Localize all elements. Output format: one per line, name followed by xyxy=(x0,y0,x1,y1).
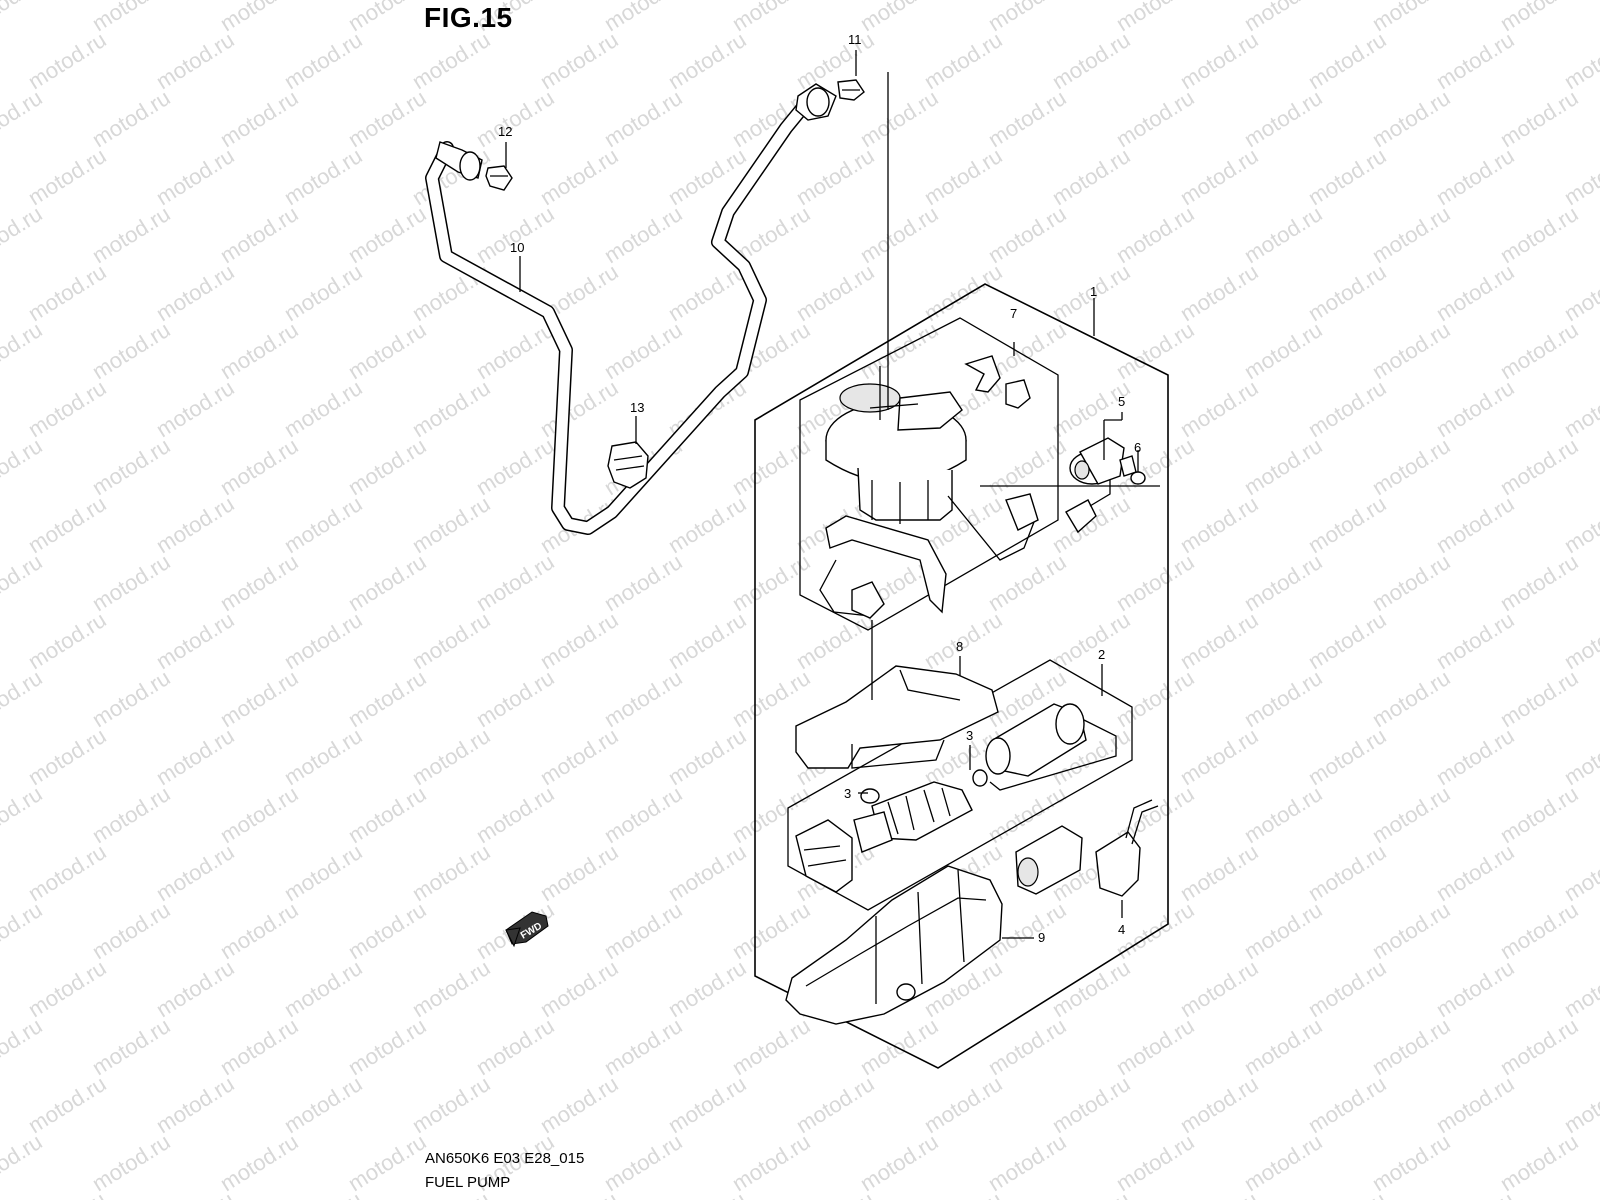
callout-7: 7 xyxy=(1010,306,1017,321)
regulator-hose-connector xyxy=(1065,480,1111,534)
fuel-hose-10 xyxy=(425,99,811,535)
subassembly-outline-2 xyxy=(787,659,1133,911)
pump-frame-bracket xyxy=(819,515,947,619)
callout-3-left: 3 xyxy=(844,786,851,801)
hose-clip-12 xyxy=(485,165,513,191)
drawing-code: AN650K6 E03 E28_015 xyxy=(425,1150,585,1167)
callout-10: 10 xyxy=(510,240,524,255)
fuel-filter-strainer xyxy=(853,781,973,853)
callout-8: 8 xyxy=(956,639,963,654)
retaining-clips-7 xyxy=(964,355,1031,409)
forward-direction-arrow: FWD xyxy=(505,911,549,948)
hose-fitting-left xyxy=(435,141,483,181)
o-ring-3-left xyxy=(860,788,880,804)
hose-clip-11 xyxy=(837,79,865,101)
hose-clamp-13 xyxy=(607,441,649,489)
assembly-outline-1 xyxy=(754,283,1169,1069)
fuel-pump-top-plate xyxy=(825,366,967,524)
callout-13: 13 xyxy=(630,400,644,415)
leader-lines xyxy=(505,50,1160,939)
lower-case-9 xyxy=(785,865,1003,1025)
pressure-regulator-5 xyxy=(1069,437,1137,485)
callout-2: 2 xyxy=(1098,647,1105,662)
drawing-caption: FUEL PUMP xyxy=(425,1174,511,1191)
callout-11: 11 xyxy=(848,32,862,47)
hose-fitting-right xyxy=(795,83,837,121)
fuel-pump-motor xyxy=(985,703,1117,791)
figure-title: FIG.15 xyxy=(424,2,513,33)
callout-4: 4 xyxy=(1118,922,1125,937)
callout-3-right: 3 xyxy=(966,728,973,743)
callout-12: 12 xyxy=(498,124,512,139)
callout-5: 5 xyxy=(1118,394,1125,409)
pump-holder-8 xyxy=(795,665,999,769)
subassembly-outline-7 xyxy=(799,317,1059,631)
callout-6: 6 xyxy=(1134,440,1141,455)
o-ring-3-right xyxy=(972,769,988,787)
pump-wire-harness xyxy=(947,493,1039,561)
fuel-level-sensor-4 xyxy=(1015,799,1159,897)
pump-lower-bracket xyxy=(795,819,853,893)
callout-1: 1 xyxy=(1090,284,1097,299)
callout-9: 9 xyxy=(1038,930,1045,945)
o-ring-6 xyxy=(1130,471,1146,485)
